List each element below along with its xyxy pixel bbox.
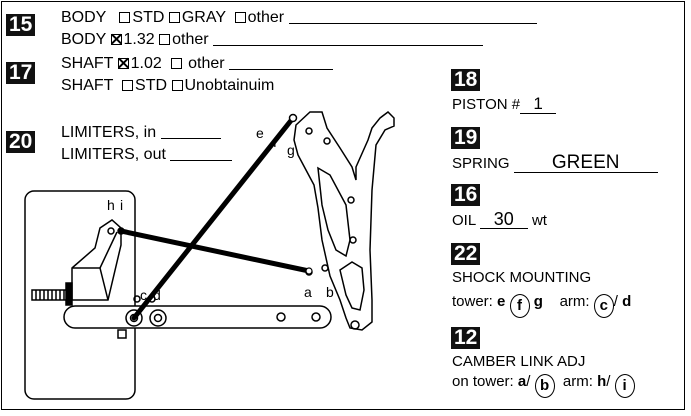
section-15-number: 15 bbox=[6, 14, 36, 36]
hole-label-b: b bbox=[326, 284, 334, 300]
camber-tower-opt-b[interactable]: b bbox=[534, 374, 555, 398]
body-gray-label: GRAY bbox=[181, 9, 226, 26]
piston-label: PISTON # bbox=[452, 96, 521, 113]
shaft-ratio-row: SHAFT 1.02 other bbox=[61, 55, 334, 73]
shock-tower-label: tower: bbox=[452, 293, 493, 310]
shock-absorber bbox=[131, 115, 296, 321]
body-ratio-other-checkbox[interactable] bbox=[159, 34, 171, 45]
section-19-number: 19 bbox=[451, 127, 481, 149]
body-other-checkbox[interactable] bbox=[234, 12, 246, 23]
piston-row: PISTON #1 bbox=[452, 95, 557, 114]
shaft-102-checkbox[interactable] bbox=[117, 58, 129, 69]
body-label-2: BODY bbox=[61, 31, 107, 48]
shaft-unobtainium-checkbox[interactable] bbox=[171, 80, 183, 91]
piston-value[interactable]: 1 bbox=[520, 95, 557, 114]
hole-label-e: e bbox=[256, 125, 264, 141]
shaft-unobtainium-label: Unobtainuim bbox=[184, 77, 275, 94]
limiters-out-row: LIMITERS, out bbox=[61, 146, 233, 164]
spring-row: SPRING GREEN bbox=[452, 153, 658, 173]
hole-label-i: i bbox=[120, 197, 124, 213]
oil-row: OIL 30 wt bbox=[452, 210, 547, 230]
limiters-out-field[interactable] bbox=[170, 146, 233, 161]
shock-arm-opt-c[interactable]: c bbox=[593, 294, 614, 318]
camber-link-row: on tower: a/ b arm: h/ i bbox=[452, 373, 635, 398]
body-other-field[interactable] bbox=[288, 9, 537, 24]
spring-label: SPRING bbox=[452, 155, 510, 172]
section-12-number: 12 bbox=[451, 327, 481, 349]
shaft-other-label: other bbox=[188, 55, 225, 72]
shock-tower-opt-e[interactable]: e bbox=[497, 293, 506, 310]
camber-arm-label: arm: bbox=[562, 373, 593, 390]
shaft-std-label: STD bbox=[135, 77, 168, 94]
axle-threads bbox=[31, 289, 69, 301]
camber-arm-opt-i[interactable]: i bbox=[614, 374, 635, 398]
limiters-in-row: LIMITERS, in bbox=[61, 124, 221, 142]
section-18-number: 18 bbox=[451, 69, 481, 91]
hole-label-a: a bbox=[304, 284, 312, 300]
body-std-label: STD bbox=[132, 9, 165, 26]
hole-label-f: f bbox=[273, 134, 277, 150]
oil-unit: wt bbox=[531, 212, 547, 229]
body-other-label: other bbox=[247, 9, 285, 26]
camber-arm-opt-h[interactable]: h bbox=[597, 373, 607, 390]
shock-mounting-row: tower: e f g arm: c/ d bbox=[452, 293, 631, 318]
body-std-row: BODY STD GRAY other bbox=[61, 9, 537, 27]
shock-tower-opt-g[interactable]: g bbox=[533, 293, 543, 310]
hole-label-c: c bbox=[140, 287, 147, 303]
limiters-in-label: LIMITERS, in bbox=[61, 124, 157, 141]
section-16-number: 16 bbox=[451, 184, 481, 206]
lower-arm bbox=[63, 305, 332, 329]
shock-tower bbox=[293, 111, 395, 331]
shaft-other-checkbox[interactable] bbox=[170, 58, 182, 69]
body-ratio-other-label: other bbox=[172, 31, 209, 48]
shaft-label: SHAFT bbox=[61, 55, 114, 72]
camber-tower-opt-a[interactable]: a bbox=[517, 373, 527, 390]
section-22-number: 22 bbox=[451, 243, 481, 265]
shock-mounting-label: SHOCK MOUNTING bbox=[452, 269, 592, 286]
camber-link-label: CAMBER LINK ADJ bbox=[452, 353, 586, 370]
oil-label: OIL bbox=[452, 212, 476, 229]
hole-label-g: g bbox=[287, 142, 295, 158]
camber-tower-label: on tower: bbox=[452, 373, 514, 390]
spring-value[interactable]: GREEN bbox=[513, 153, 658, 173]
hole-label-d: d bbox=[153, 287, 161, 303]
shaft-102-label: 1.02 bbox=[130, 55, 162, 72]
body-132-checkbox[interactable] bbox=[110, 34, 122, 45]
shaft-std-row: SHAFT STD Unobtainuim bbox=[61, 77, 274, 95]
shaft-label-2: SHAFT bbox=[61, 77, 114, 94]
limiters-in-field[interactable] bbox=[160, 124, 221, 139]
shaft-other-field[interactable] bbox=[229, 55, 334, 70]
limiters-out-label: LIMITERS, out bbox=[61, 146, 166, 163]
body-ratio-other-field[interactable] bbox=[213, 31, 484, 46]
body-std-checkbox[interactable] bbox=[119, 12, 131, 23]
body-ratio-row: BODY 1.32 other bbox=[61, 31, 484, 49]
body-gray-checkbox[interactable] bbox=[168, 12, 180, 23]
hole-label-h: h bbox=[107, 197, 115, 213]
section-17-number: 17 bbox=[6, 62, 36, 84]
oil-value[interactable]: 30 bbox=[479, 210, 528, 229]
hub-outline bbox=[24, 190, 136, 400]
shaft-std-checkbox[interactable] bbox=[122, 80, 134, 91]
shock-arm-opt-d[interactable]: d bbox=[622, 293, 632, 310]
section-20-number: 20 bbox=[6, 131, 36, 153]
body-132-label: 1.32 bbox=[123, 31, 155, 48]
shock-tower-opt-f[interactable]: f bbox=[509, 294, 530, 318]
camber-link bbox=[118, 228, 312, 274]
body-label: BODY bbox=[61, 9, 107, 26]
shock-arm-label: arm: bbox=[559, 293, 590, 310]
setup-sheet-frame bbox=[1, 1, 685, 410]
